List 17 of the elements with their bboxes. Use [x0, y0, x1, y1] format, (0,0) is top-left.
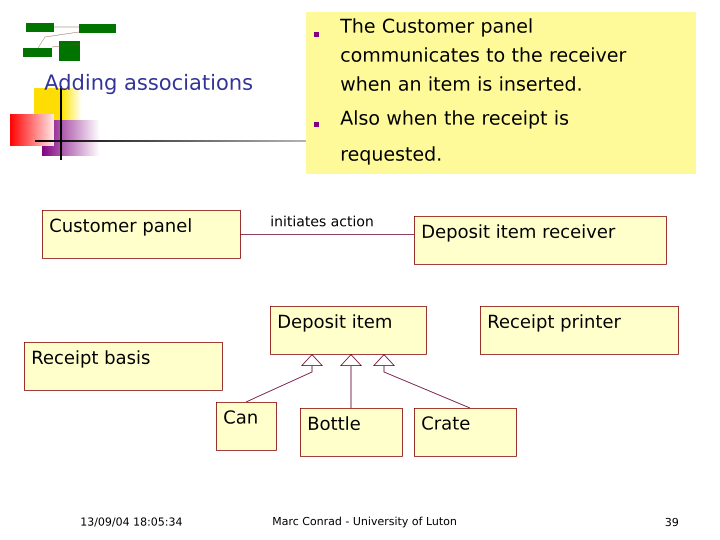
footer-text: Marc Conrad - University of Luton — [273, 516, 456, 528]
class-box: Deposit item receiver — [414, 216, 667, 265]
connector — [372, 354, 470, 408]
class-box: Can — [216, 402, 277, 451]
class-box: Receipt printer — [480, 306, 679, 355]
edge-label: initiates action — [272, 216, 373, 226]
class-box: Bottle — [300, 408, 403, 457]
slide-title: Adding associations — [44, 74, 252, 94]
page-number: 39 — [666, 518, 678, 526]
class-box: Crate — [414, 408, 517, 457]
class-box: Deposit item — [270, 306, 427, 355]
bullet-text: Also when the receipt is requested. — [340, 110, 568, 165]
footer-date: 13/09/04 18:05:34 — [81, 517, 182, 527]
class-box: Customer panel — [42, 210, 241, 259]
connector — [240, 234, 414, 235]
class-box: Receipt basis — [24, 342, 223, 391]
bullet-text: The Customer panel communicates to the receiver when an item is inserted. — [340, 18, 626, 91]
